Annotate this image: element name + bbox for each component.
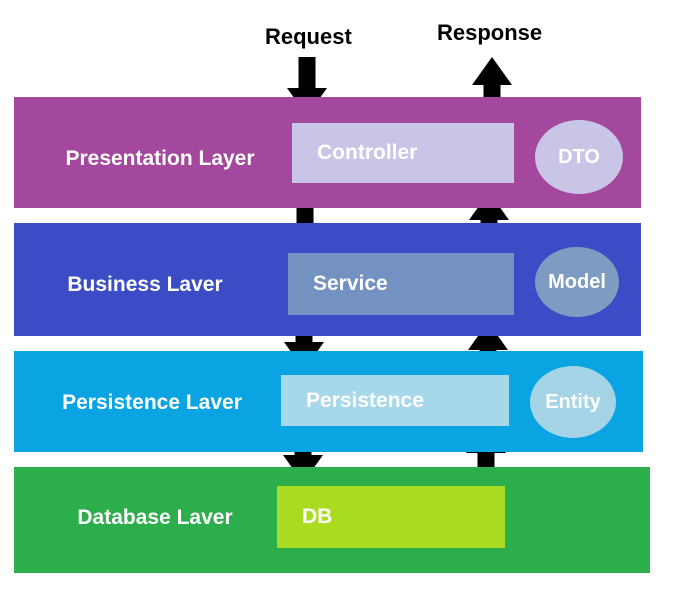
persistence-box-label: Persistence: [306, 388, 424, 412]
arrow-head-icon: [472, 57, 512, 85]
db-box: DB: [277, 486, 505, 548]
database-layer-label: Database Laver: [77, 506, 233, 529]
database-layer-band: Database Laver DB: [14, 467, 650, 573]
request-label: Request: [265, 24, 352, 49]
controller-box: Controller: [292, 123, 514, 183]
business-layer-label: Business Laver: [67, 273, 223, 296]
service-box-label: Service: [313, 272, 388, 295]
persistence-layer-label: Persistence Laver: [62, 391, 242, 414]
persistence-layer-band: Persistence Laver Persistence Entity: [14, 351, 643, 452]
presentation-layer-label: Presentation Layer: [65, 147, 255, 170]
db-box-label: DB: [302, 505, 333, 528]
arrow-shaft: [298, 57, 316, 90]
persistence-box: Persistence: [281, 375, 509, 426]
response-label: Response: [437, 20, 543, 45]
dto-label: DTO: [558, 145, 600, 168]
controller-box-label: Controller: [317, 141, 418, 164]
dto-ellipse: DTO: [535, 120, 623, 194]
service-box: Service: [288, 253, 514, 315]
entity-label: Entity: [545, 390, 601, 413]
model-ellipse: Model: [535, 247, 619, 317]
business-layer-band: Business Laver Service Model: [14, 223, 641, 336]
entity-ellipse: Entity: [530, 366, 616, 438]
model-label: Model: [548, 270, 606, 293]
presentation-layer-band: Presentation Layer Controller DTO: [14, 97, 641, 208]
